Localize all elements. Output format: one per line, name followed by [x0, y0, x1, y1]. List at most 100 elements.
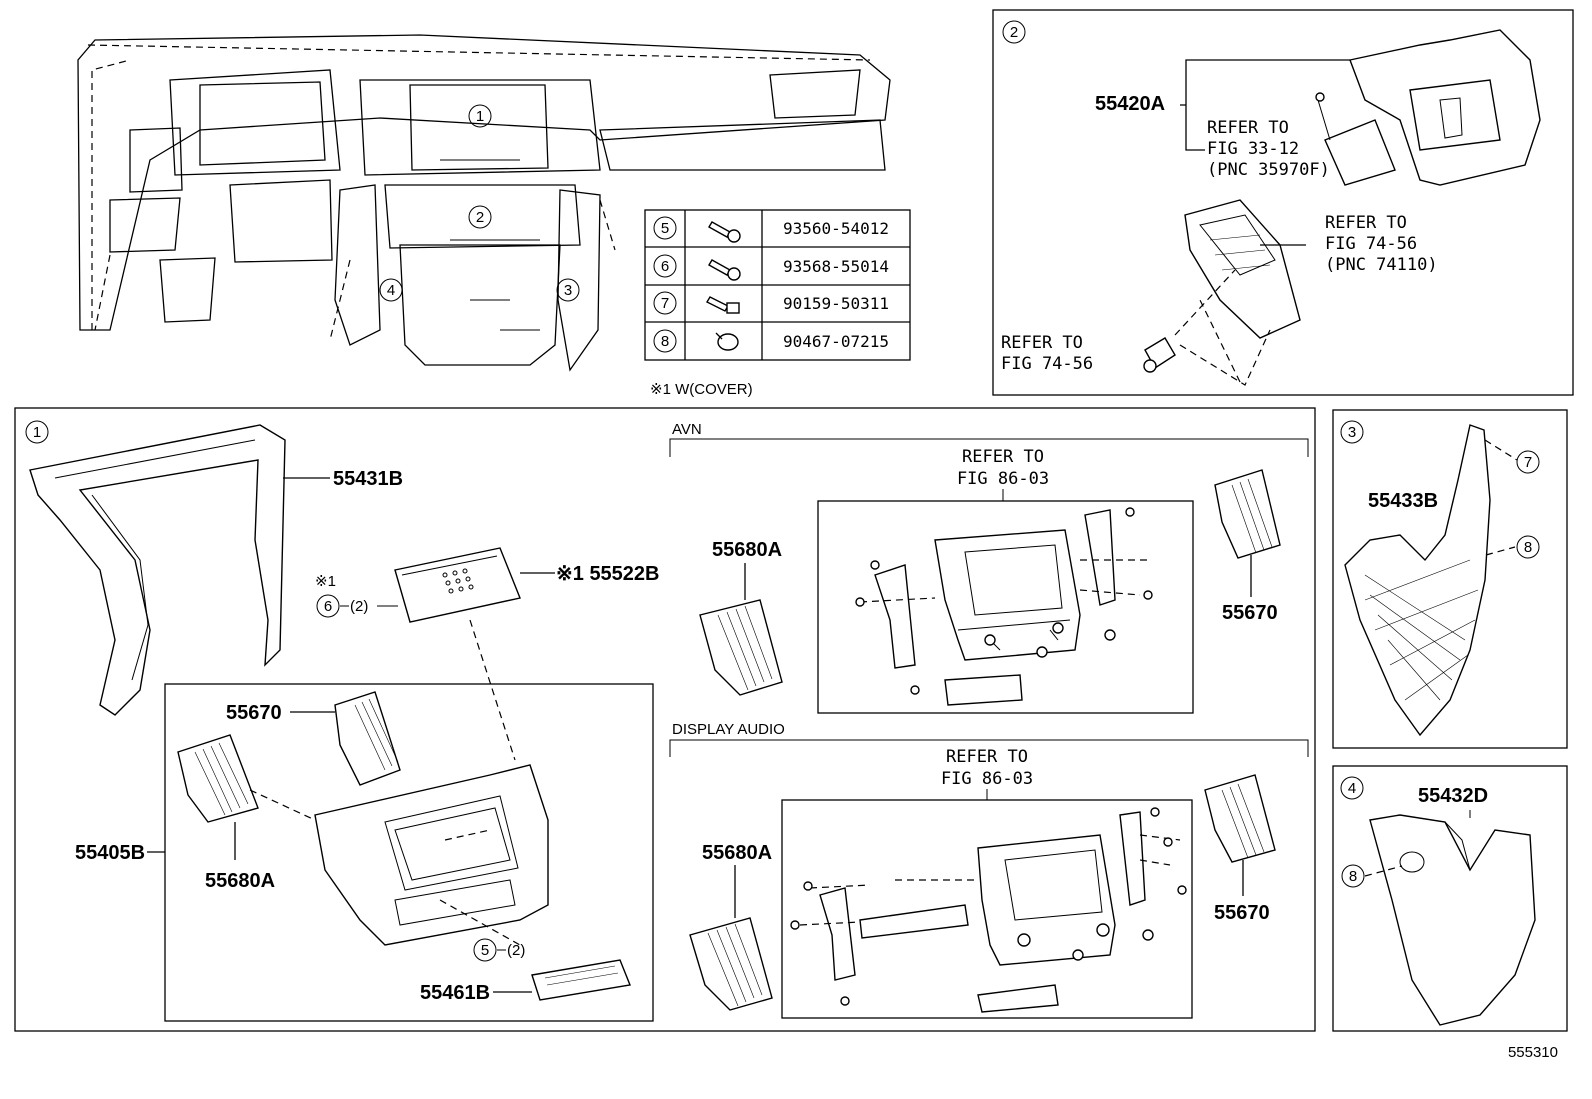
vent-part-55670 — [1214, 469, 1281, 559]
figure-number: 555310 — [1508, 1044, 1558, 1061]
display-audio-unit-frame — [781, 799, 1193, 1019]
refer-label-line2: FIG 86-03 — [957, 469, 1049, 489]
refer-label-line2: FIG 74-56 — [1001, 354, 1093, 374]
screw-icon — [708, 259, 741, 281]
bolt-icon — [706, 296, 740, 314]
console-box-part — [1315, 29, 1541, 186]
center-panel-part — [314, 764, 549, 946]
svg-text:8: 8 — [1524, 539, 1532, 556]
svg-text:90159-50311: 90159-50311 — [783, 294, 889, 313]
table-row: 8 90467-07215 — [653, 329, 889, 353]
refer-label-line1: REFER TO — [1207, 118, 1289, 138]
callout-3: 3 — [1340, 420, 1364, 444]
switch-panel-part — [531, 959, 631, 1001]
svg-text:1: 1 — [33, 424, 41, 441]
part-number-55433B: 55433B — [1368, 490, 1438, 512]
vent-part-55680A — [699, 599, 783, 696]
fastener-table — [644, 209, 911, 361]
refer-label-line1: REFER TO — [962, 447, 1044, 467]
refer-label-line3: (PNC 35970F) — [1207, 160, 1330, 180]
note-marker: ※1 — [315, 573, 336, 590]
avn-head-unit — [855, 507, 1153, 706]
svg-text:90467-07215: 90467-07215 — [783, 332, 889, 351]
side-panel-part-4 — [1369, 814, 1536, 1026]
svg-text:6: 6 — [661, 258, 669, 275]
part-number-55461B: 55461B — [420, 982, 490, 1004]
part-number-55405B: 55405B — [75, 842, 145, 864]
callout-1: 1 — [25, 420, 49, 444]
callout-2-overview: 2 — [468, 205, 492, 229]
callout-3-overview: 3 — [556, 278, 580, 302]
refer-label-line2: FIG 74-56 — [1325, 234, 1417, 254]
bezel-frame-part — [29, 424, 286, 716]
clip-icon — [715, 332, 739, 351]
svg-text:2: 2 — [476, 209, 484, 226]
refer-label-line2: FIG 33-12 — [1207, 139, 1299, 159]
svg-text:4: 4 — [1348, 780, 1356, 797]
vent-part-55680A — [689, 917, 773, 1011]
refer-label-line1: REFER TO — [1001, 333, 1083, 353]
part-number-55420A: 55420A — [1095, 93, 1165, 115]
svg-text:5: 5 — [481, 942, 489, 959]
refer-label-line1: REFER TO — [1325, 213, 1407, 233]
panel-2-frame — [992, 9, 1574, 396]
side-panel-part-3 — [1344, 424, 1491, 737]
table-note: ※1 W(COVER) — [650, 381, 753, 398]
part-number-55680A: 55680A — [702, 842, 772, 864]
part-number-55670: 55670 — [1214, 902, 1270, 924]
section-label-avn: AVN — [672, 421, 702, 438]
svg-text:5: 5 — [661, 220, 669, 237]
svg-text:93560-54012: 93560-54012 — [783, 219, 889, 238]
part-number-55670: 55670 — [1222, 602, 1278, 624]
callout-6: 6 — [316, 594, 340, 618]
part-number-55680A: 55680A — [205, 870, 275, 892]
vent-part-55670 — [334, 691, 401, 786]
dashboard-overview — [77, 34, 891, 372]
console-tray-part — [1174, 199, 1301, 386]
part-number-55522B: ※1 55522B — [556, 563, 660, 585]
callout-8: 8 — [1516, 535, 1540, 559]
svg-text:3: 3 — [1348, 424, 1356, 441]
svg-text:3: 3 — [564, 282, 572, 299]
panel-4-frame — [1332, 765, 1568, 1032]
quantity-5: (2) — [507, 942, 525, 959]
svg-text:6: 6 — [324, 598, 332, 615]
panel-1-frame — [14, 407, 1316, 1032]
callout-5: 5 — [473, 938, 497, 962]
clip-part — [1143, 337, 1176, 373]
table-row: 5 93560-54012 — [653, 216, 889, 243]
svg-text:1: 1 — [476, 108, 484, 125]
table-row: 6 93568-55014 — [653, 254, 889, 281]
svg-text:7: 7 — [661, 295, 669, 312]
svg-text:93568-55014: 93568-55014 — [783, 257, 889, 276]
part-number-55431B: 55431B — [333, 468, 403, 490]
callout-1-overview: 1 — [468, 104, 492, 128]
svg-text:8: 8 — [1349, 868, 1357, 885]
screw-icon — [708, 221, 741, 243]
refer-label-line3: (PNC 74110) — [1325, 255, 1438, 275]
svg-text:4: 4 — [387, 282, 395, 299]
part-number-55432D: 55432D — [1418, 785, 1488, 807]
svg-text:7: 7 — [1524, 454, 1532, 471]
callout-8: 8 — [1341, 864, 1365, 888]
part-number-55670: 55670 — [226, 702, 282, 724]
quantity-6: (2) — [350, 598, 368, 615]
vent-part-55680A — [177, 734, 259, 823]
svg-text:2: 2 — [1010, 24, 1018, 41]
callout-4: 4 — [1340, 776, 1364, 800]
callout-2: 2 — [1002, 20, 1026, 44]
avn-unit-frame — [817, 500, 1194, 714]
callout-4-overview: 4 — [379, 278, 403, 302]
callout-7: 7 — [1516, 450, 1540, 474]
panel-3-frame — [1332, 409, 1568, 749]
vent-part-55670 — [1204, 774, 1276, 863]
display-audio-head-unit — [790, 807, 1187, 1013]
refer-label-line2: FIG 86-03 — [941, 769, 1033, 789]
part-number-55680A: 55680A — [712, 539, 782, 561]
display-audio-bracket — [669, 739, 1309, 757]
refer-label-line1: REFER TO — [946, 747, 1028, 767]
section-label-display-audio: DISPLAY AUDIO — [672, 721, 785, 738]
svg-text:8: 8 — [661, 333, 669, 350]
table-row: 7 90159-50311 — [653, 291, 889, 315]
